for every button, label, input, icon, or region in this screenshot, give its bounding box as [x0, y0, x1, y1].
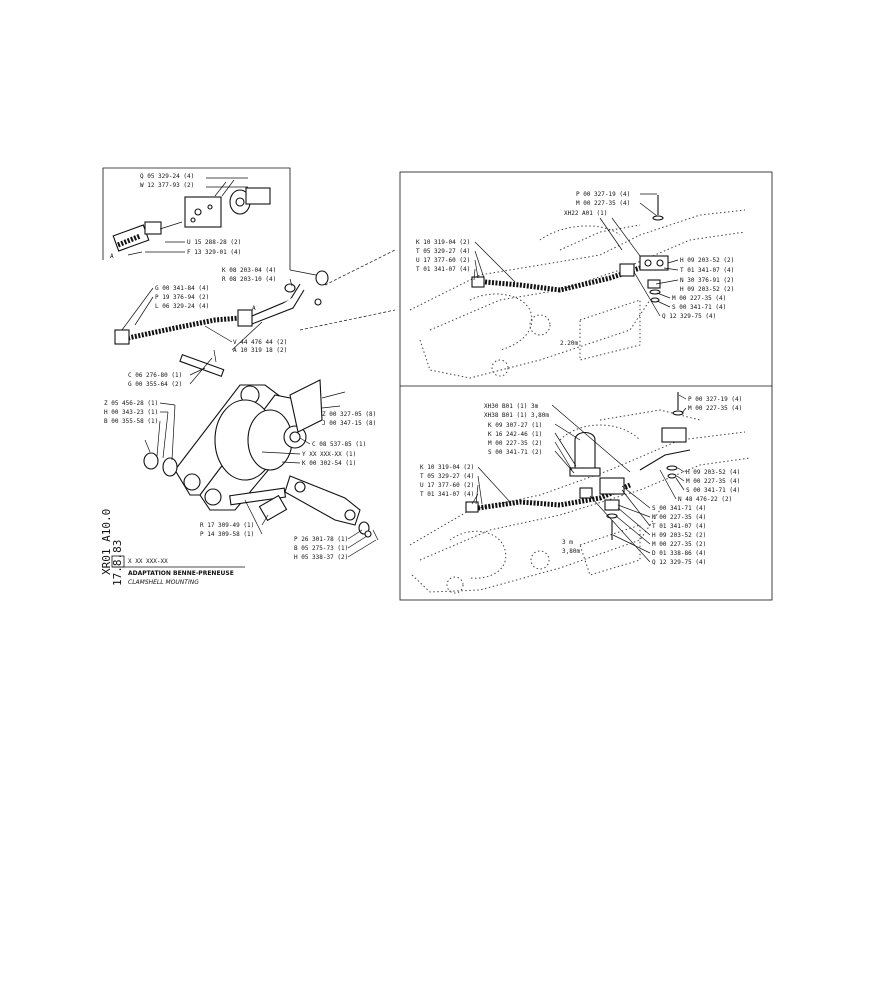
inset-label: Q 05 329-24 (4) [140, 173, 194, 180]
part-label: S 00 341-71 (2) [488, 449, 542, 456]
part-label: G 00 355-64 (2) [128, 381, 182, 388]
manifold-block [184, 196, 222, 228]
part-label: B 05 275-73 (1) [294, 545, 348, 552]
part-label: M 00 227-35 (4) [576, 200, 630, 207]
part-label: T 01 341-07 (4) [416, 266, 470, 273]
bracket [289, 379, 323, 433]
part-label: U 17 377-60 (2) [416, 257, 470, 264]
part-label: Q 12 329-75 (4) [662, 313, 716, 320]
lower-length-a: 3 m [562, 539, 573, 546]
upper-boom-view: 2.20m P 00 327-19 (4) M 00 227-35 (4) XH… [409, 191, 746, 379]
part-label: Z 00 327-05 (8) [322, 411, 376, 418]
part-label: M 00 227-35 (4) [686, 478, 740, 485]
part-label: P 26 301-78 (1) [294, 536, 348, 543]
part-label: H 00 343-23 (1) [104, 409, 158, 416]
part-label: C 06 276-80 (1) [128, 372, 182, 379]
hydraulic-hose [127, 315, 241, 341]
part-label: K 00 302-54 (1) [302, 460, 356, 467]
part-label: S 00 341-71 (4) [652, 505, 706, 512]
right-panel: 2.20m P 00 327-19 (4) M 00 227-35 (4) XH… [399, 171, 773, 601]
part-label: P 14 309-58 (1) [200, 531, 254, 538]
part-label: R 17 309-49 (1) [200, 522, 254, 529]
part-label: M 00 227-35 (4) [672, 295, 726, 302]
part-label: K 10 319-04 (2) [416, 239, 470, 246]
inset-label: F 13 329-01 (4) [187, 249, 241, 256]
part-label: B 00 355-58 (1) [104, 418, 158, 425]
washer [162, 457, 178, 477]
clamp-block [661, 427, 687, 443]
part-label: H 05 338-37 (2) [294, 554, 348, 561]
hose-fitting [114, 329, 130, 345]
title-en: CLAMSHELL MOUNTING [128, 579, 199, 586]
part-label: P 00 327-19 (4) [576, 191, 630, 198]
part-label: P 00 327-19 (4) [688, 396, 742, 403]
inset-label: W 12 377-93 (2) [140, 182, 194, 189]
part-label: K 16 242-46 (1) [488, 431, 542, 438]
part-label: C 08 537-85 (1) [312, 441, 366, 448]
clamp-block [639, 255, 669, 271]
part-label: M 00 227-35 (4) [652, 514, 706, 521]
part-label: Y XX XXX-XX (1) [302, 451, 356, 458]
part-label: T 05 329-27 (4) [416, 248, 470, 255]
part-label: S 00 341-71 (4) [686, 487, 740, 494]
title-block: XR01 A10.0 17.8.83 X XX XXX-XX ADAPTATIO… [100, 509, 245, 586]
part-label: A 10 319 18 (2) [233, 347, 287, 354]
upper-length: 2.20m [560, 340, 578, 347]
hose-fitting [619, 263, 635, 277]
part-label: M 00 227-35 (2) [652, 541, 706, 548]
inset-label: U 15 288-28 (2) [187, 239, 241, 246]
drawing-code: XR01 A10.0 [100, 509, 113, 575]
left-assembly: A K 08 203-04 (4) R 08 203-10 (4) G 00 3… [104, 249, 396, 561]
part-label: T 01 341-07 (4) [652, 523, 706, 530]
part-label: XH30 B01 (1) 3m [484, 403, 539, 410]
hose-fitting [579, 487, 593, 499]
inset-corner-letter: A [110, 253, 114, 260]
part-label: H 09 203-52 (4) [686, 469, 740, 476]
part-label: G 00 341-84 (4) [155, 285, 209, 292]
part-label: Z 05 456-28 (1) [104, 400, 158, 407]
detail-mark-a: A [252, 305, 256, 312]
part-label: XH22 A01 (1) [564, 210, 607, 217]
part-label: K 09 307-27 (1) [488, 422, 542, 429]
hose-fitting [465, 501, 479, 513]
part-label: K 10 319-04 (2) [420, 464, 474, 471]
part-label: XH38 B01 (1) 3,80m [484, 412, 549, 419]
title-fr: ADAPTATION BENNE-PRENEUSE [128, 570, 234, 577]
part-label: M 00 227-35 (4) [688, 405, 742, 412]
lower-length-b: 3,80m [562, 548, 580, 555]
part-label: H 09 203-52 (2) [652, 532, 706, 539]
part-label: N 30 376-91 (2) [680, 277, 734, 284]
drawing-ref: X XX XXX-XX [128, 558, 168, 565]
washer [143, 452, 159, 470]
part-label: S 00 341-71 (4) [672, 304, 726, 311]
hose-fitting [237, 309, 253, 327]
part-label: T 01 341-07 (4) [680, 267, 734, 274]
part-label: D 01 338-86 (4) [652, 550, 706, 557]
part-label: H 09 203-52 (2) [680, 286, 734, 293]
shaft [229, 487, 287, 506]
part-label: K 08 203-04 (4) [222, 267, 276, 274]
part-label: P 19 376-94 (2) [155, 294, 209, 301]
part-label: H 09 203-52 (2) [680, 257, 734, 264]
part-label: V 44 476 44 (2) [233, 339, 287, 346]
elbow-fitting [315, 270, 329, 286]
inset-detail-a: A Q 05 329-24 (4) W 12 377-93 (2) U 15 2… [102, 167, 291, 270]
u-bolt [574, 431, 596, 470]
clamp-block [599, 477, 625, 495]
drawing-date: 17.8.83 [111, 540, 124, 586]
part-label: T 05 329-27 (4) [420, 473, 474, 480]
part-label: J 00 347-15 (8) [322, 420, 376, 427]
part-label: M 00 227-35 (2) [488, 440, 542, 447]
pin [179, 353, 225, 377]
part-label: L 06 329-24 (4) [155, 303, 209, 310]
part-label: T 01 341-07 (4) [420, 491, 474, 498]
part-label: U 17 377-60 (2) [420, 482, 474, 489]
lower-boom-view: 3 m 3,80m XH30 B01 (1) 3m XH38 B01 (1) 3… [409, 392, 751, 594]
part-label: N 48 476-22 (2) [678, 496, 732, 503]
part-label: Q 12 329-75 (4) [652, 559, 706, 566]
part-label: R 08 203-10 (4) [222, 276, 276, 283]
